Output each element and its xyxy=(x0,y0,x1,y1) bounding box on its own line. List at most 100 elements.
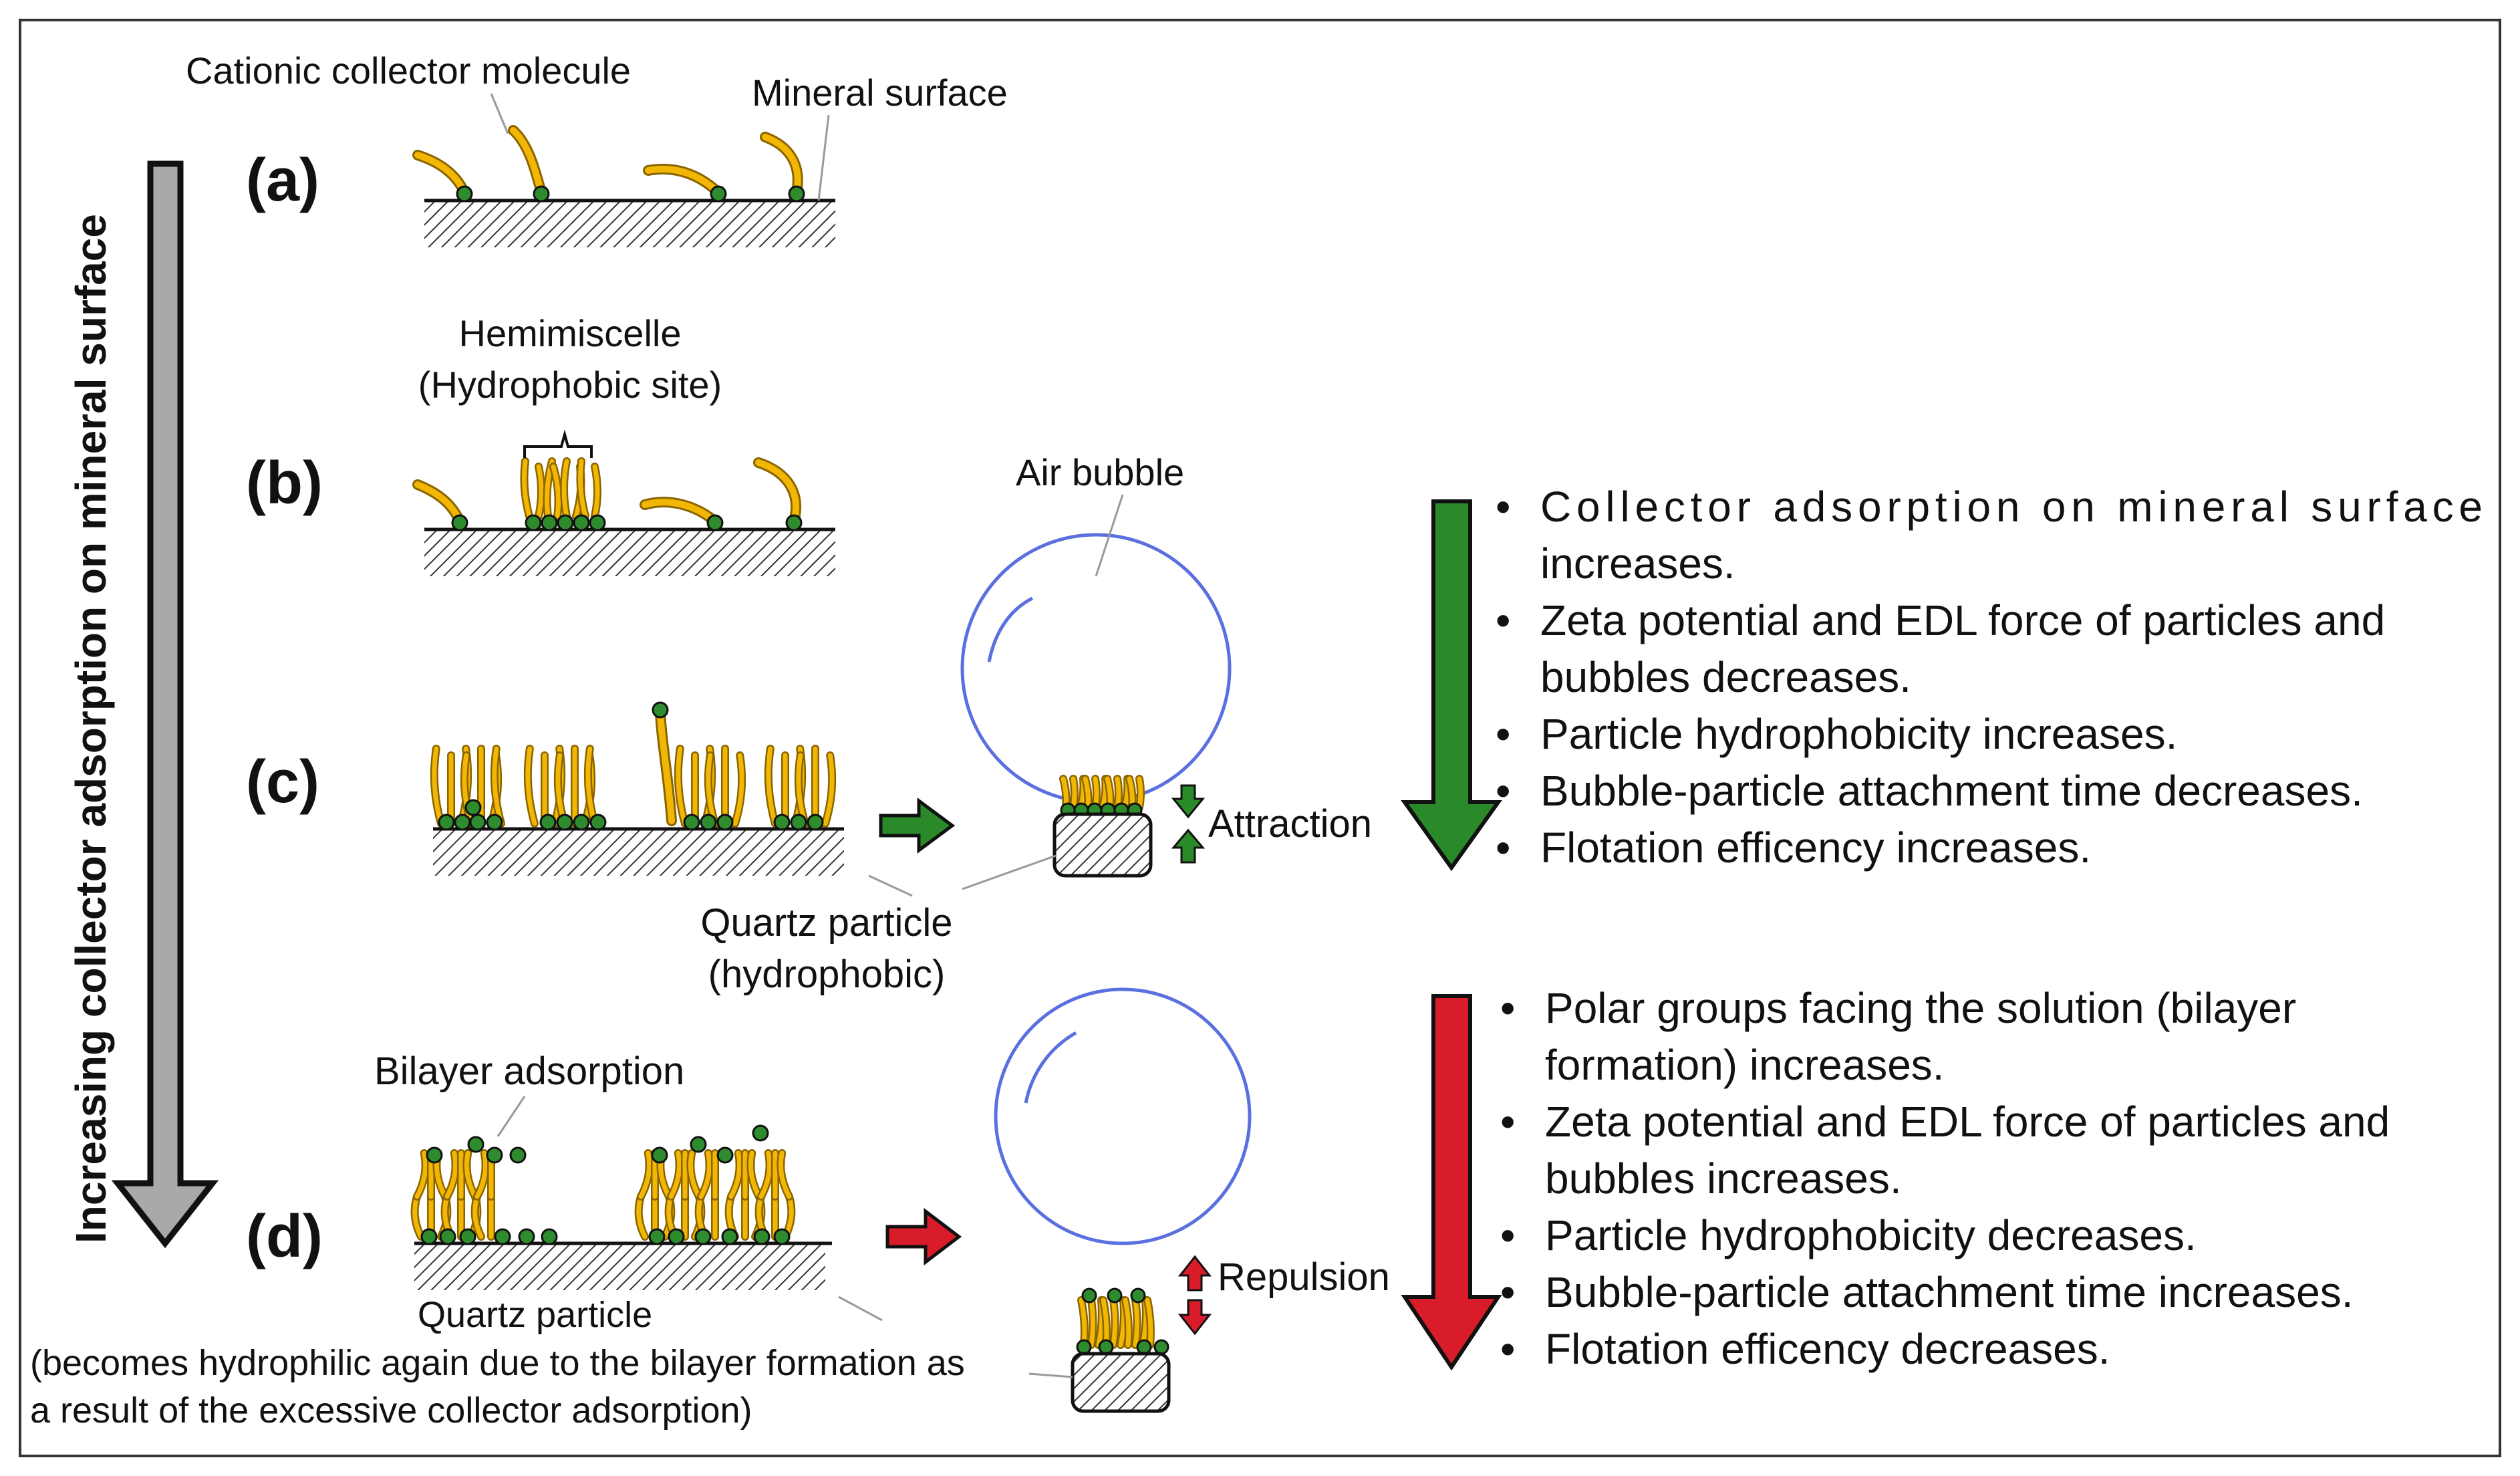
leader-mineral-surface xyxy=(817,114,830,201)
head-group xyxy=(539,814,557,831)
red-bullet-1-line-0: Zeta potential and EDL force of particle… xyxy=(1545,1098,2390,1146)
leader-quartz-d xyxy=(838,1296,883,1322)
green-bullet-0-line-0: Collector adsorption on mineral surface xyxy=(1540,483,2483,531)
label-hydrophilic-note-1: (becomes hydrophilic again due to the bi… xyxy=(30,1343,965,1383)
label-quartz-particle-d: Quartz particle xyxy=(418,1295,652,1335)
head-group xyxy=(439,1228,456,1245)
collector-tail xyxy=(688,1150,702,1199)
grey-trend-arrow xyxy=(111,160,219,1249)
red-process-arrow xyxy=(885,1207,962,1266)
green-bullet-1-line-1: bubbles decreases. xyxy=(1540,653,1911,701)
collector-tail xyxy=(536,464,544,519)
bubble-highlight xyxy=(1024,1031,1077,1104)
green-process-arrow xyxy=(879,797,956,854)
head-group xyxy=(807,814,824,831)
panel-c-clusters xyxy=(430,701,837,831)
repulsion-arrows xyxy=(1177,1255,1212,1336)
green-bullet-4-line-0: Flotation efficency increases. xyxy=(1540,824,2091,872)
collector-tail xyxy=(585,746,597,826)
green-bullet-3-line-0: Bubble-particle attachment time decrease… xyxy=(1540,767,2363,815)
panel-label-c: (c) xyxy=(246,749,319,816)
head-group xyxy=(753,1228,771,1245)
head-group xyxy=(426,1146,443,1164)
head-group xyxy=(694,1228,712,1245)
head-group xyxy=(690,1136,707,1153)
mineral-surface-hatch xyxy=(433,829,844,876)
leader-collector xyxy=(490,93,509,134)
red-bullet-2-line-0: Particle hydrophobicity decreases. xyxy=(1545,1211,2197,1259)
head-group xyxy=(589,814,607,831)
mineral-surface-hatch xyxy=(424,201,835,247)
head-group xyxy=(541,1228,558,1245)
collector-tail xyxy=(823,753,835,826)
head-group xyxy=(1136,1339,1152,1355)
head-group xyxy=(486,814,503,831)
air-bubble-d xyxy=(994,987,1252,1245)
collector-tail xyxy=(551,464,561,519)
head-group xyxy=(651,1146,668,1164)
collector-tail xyxy=(676,746,688,826)
vertical-axis-label: Increasing collector adsorption on miner… xyxy=(67,214,115,1243)
head-group xyxy=(454,814,471,831)
collector-tail xyxy=(698,1150,712,1199)
green-bullet-list: • Collector adsorption on mineral surfac… xyxy=(1496,483,2483,872)
collector-tail xyxy=(462,753,474,826)
head-group xyxy=(683,814,700,831)
panel-label-b: (b) xyxy=(246,450,323,517)
red-bullet-1-line-1: bubbles increases. xyxy=(1545,1154,1902,1203)
collector-tail xyxy=(561,459,569,519)
head-group xyxy=(1153,1339,1169,1355)
panel-a-surface xyxy=(424,199,835,247)
head-group xyxy=(438,814,455,831)
leader-air-bubble xyxy=(1095,494,1124,577)
loose-head-group xyxy=(652,701,669,719)
head-group xyxy=(509,1146,527,1164)
quartz-particle-d xyxy=(1071,1352,1171,1413)
panel-label-a: (a) xyxy=(246,147,319,214)
attached-particle-c xyxy=(1053,775,1153,878)
bullet-dot: • xyxy=(1500,1211,1515,1259)
collector-tail xyxy=(474,1150,488,1199)
head-group xyxy=(486,1146,503,1164)
collector-tail xyxy=(1111,1298,1117,1348)
panel-d-bilayers xyxy=(410,1124,796,1245)
collector-tail xyxy=(766,746,778,826)
hemimiscelle-cluster xyxy=(520,457,606,531)
leader-bilayer xyxy=(497,1096,526,1137)
panel-b-surface xyxy=(424,527,835,576)
red-bullet-0-line-0: Polar groups facing the solution (bilaye… xyxy=(1545,984,2296,1032)
collector-tail xyxy=(1133,1298,1139,1348)
head-group xyxy=(752,1124,769,1142)
collector-tail xyxy=(1137,776,1143,810)
head-group xyxy=(1098,1339,1114,1355)
collector-tail xyxy=(444,1150,458,1199)
label-quartz-particle: Quartz particle xyxy=(700,901,952,945)
collector-tail xyxy=(414,1150,428,1199)
head-group xyxy=(494,1228,511,1245)
red-bullet-0-line-1: formation) increases. xyxy=(1545,1041,1945,1089)
bullet-dot: • xyxy=(1500,1098,1515,1146)
mineral-surface-hatch xyxy=(424,529,835,576)
collector-tail xyxy=(577,459,588,519)
head-group xyxy=(1076,1339,1092,1355)
quartz-particle-c xyxy=(1053,812,1153,878)
head-group xyxy=(1130,1287,1146,1304)
mineral-surface-hatch xyxy=(414,1243,825,1290)
collector-tail xyxy=(432,746,444,826)
head-group xyxy=(1081,1287,1097,1304)
label-hydrophobic-site: (Hydrophobic site) xyxy=(418,364,722,406)
head-group xyxy=(420,1228,438,1245)
head-group xyxy=(700,814,717,831)
green-bullet-1-line-0: Zeta potential and EDL force of particle… xyxy=(1540,596,2385,644)
head-group xyxy=(573,814,590,831)
head-group xyxy=(556,814,573,831)
label-hydrophilic-note-2: a result of the excessive collector adso… xyxy=(30,1390,752,1431)
panel-d-surface xyxy=(414,1241,832,1290)
label-bilayer-adsorption: Bilayer adsorption xyxy=(374,1050,684,1093)
bullet-dot: • xyxy=(1496,710,1510,758)
collector-tail xyxy=(1071,776,1077,810)
collector-tail xyxy=(525,746,537,826)
label-repulsion: Repulsion xyxy=(1218,1255,1390,1299)
